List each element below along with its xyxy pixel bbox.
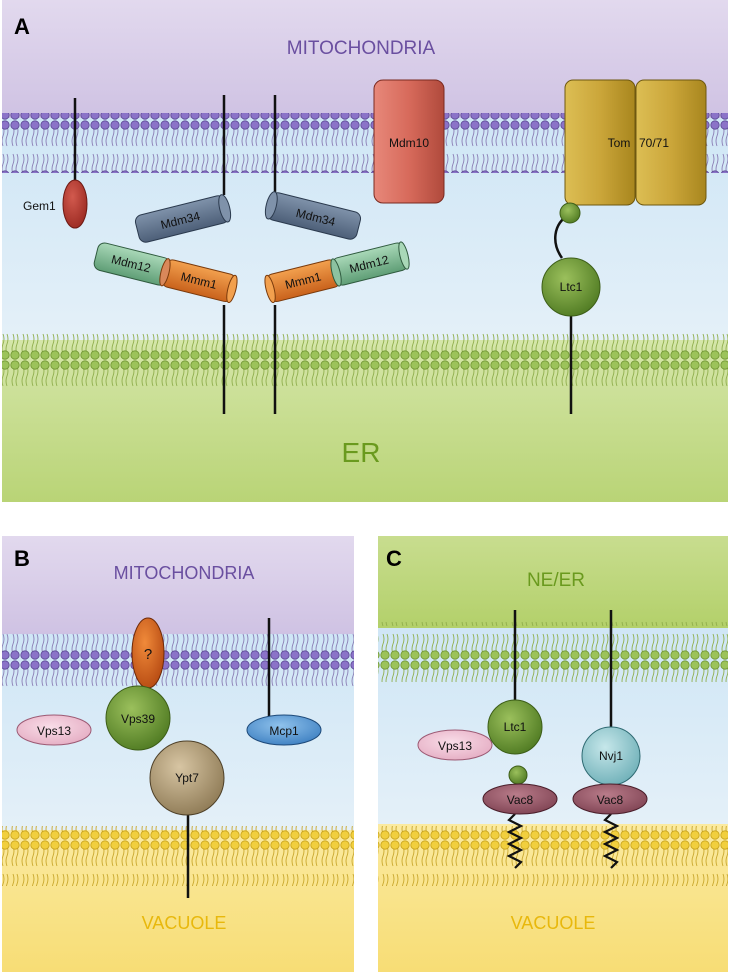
ltc1-small-domain (559, 202, 581, 224)
tom-label-left: Tom (608, 136, 631, 150)
b-mitochondrial-membrane (2, 627, 354, 687)
vac8-left-label: Vac8 (507, 793, 534, 807)
c-ltc1-label: Ltc1 (504, 720, 527, 734)
ypt7-protein (149, 740, 225, 816)
panel-a: A MITOCHONDRIA ER Gem1 Mdm34 Mdm34 (2, 0, 728, 502)
c-ne-er-region (378, 536, 728, 628)
tom-left-subunit (564, 79, 636, 206)
ltc1-label: Ltc1 (560, 280, 583, 294)
panel-letter-b: B (14, 546, 30, 571)
panel-c: C NE/ER VACUOLE Vps13 Ltc1 Nvj1 Vac8 Vac… (378, 536, 728, 972)
ltc1-protein (541, 257, 601, 317)
vps39-protein (105, 685, 171, 751)
b-mitochondria-label: MITOCHONDRIA (114, 563, 255, 583)
c-vacuole-label: VACUOLE (511, 913, 596, 933)
b-vps13-protein (16, 714, 92, 746)
vac8-left-lipid-anchor (506, 813, 524, 869)
c-vps13-label: Vps13 (438, 739, 472, 753)
vac8-right-protein (572, 783, 648, 815)
c-ltc1-protein (487, 699, 543, 755)
c-ne-er-membrane (378, 622, 728, 682)
panel-letter-a: A (14, 14, 30, 39)
mmm1-mdm12-right-complex: Mmm1 Mdm12 (264, 241, 410, 304)
mdm10-protein (373, 79, 445, 204)
c-vps13-protein (417, 729, 493, 761)
gem1-label: Gem1 (23, 199, 56, 213)
b-vps13-label: Vps13 (37, 724, 71, 738)
ne-er-label: NE/ER (527, 570, 585, 591)
vps39-label: Vps39 (121, 712, 155, 726)
ypt7-label: Ypt7 (175, 771, 199, 785)
er-membrane (2, 333, 728, 393)
b-mitochondria-region (2, 536, 354, 634)
vac8-right-label: Vac8 (597, 793, 624, 807)
tom-label-right: 70/71 (639, 136, 669, 150)
mdm34-right-protein: Mdm34 (264, 191, 362, 240)
mdm34-left-protein: Mdm34 (134, 194, 232, 243)
unknown-protein-label: ? (144, 646, 152, 663)
vac8-left-protein (482, 783, 558, 815)
mitochondria-label: MITOCHONDRIA (287, 38, 436, 59)
gem1-protein (62, 179, 88, 229)
panel-b: B MITOCHONDRIA VACUOLE ? Vps39 Ypt7 Vps1… (2, 536, 354, 972)
tom-right-subunit (635, 79, 707, 206)
vac8-right-lipid-anchor (602, 813, 620, 869)
mcp1-protein (246, 714, 322, 746)
er-label: ER (342, 437, 381, 468)
mdm12-mmm1-left-complex: Mdm12 Mmm1 (93, 242, 238, 304)
b-vacuole-membrane (2, 826, 354, 886)
mcp1-label: Mcp1 (269, 724, 299, 738)
mdm10-label: Mdm10 (389, 136, 429, 150)
b-vacuole-label: VACUOLE (142, 913, 227, 933)
panel-letter-c: C (386, 546, 402, 571)
c-vacuole-membrane (378, 826, 728, 886)
c-ltc1-small-domain (508, 765, 528, 785)
nvj1-label: Nvj1 (599, 749, 623, 763)
